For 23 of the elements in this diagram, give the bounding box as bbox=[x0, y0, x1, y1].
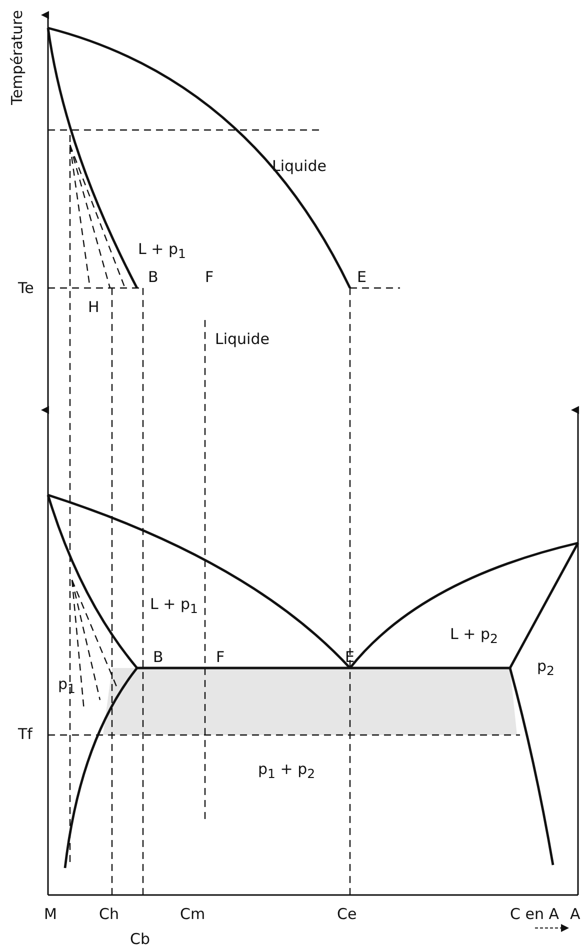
point-label: B bbox=[148, 268, 158, 286]
composition-label: Cb bbox=[130, 930, 150, 948]
point-label: E bbox=[357, 268, 366, 286]
axis-label: C en A bbox=[510, 905, 560, 923]
composition-label: A bbox=[570, 905, 580, 923]
point-label: H bbox=[88, 298, 100, 316]
region-label: p$_{1}$ + p$_{2}$ bbox=[258, 760, 316, 783]
region-label: p$_{2}$ bbox=[537, 657, 554, 680]
region-label: L + p$_{2}$ bbox=[450, 625, 498, 648]
temperature-label: Te bbox=[18, 279, 34, 297]
composition-label: M bbox=[44, 905, 57, 923]
point-label: F bbox=[205, 268, 214, 286]
region-label: L + p$_{1}$ bbox=[150, 595, 198, 618]
composition-label: Cm bbox=[180, 905, 206, 923]
point-label: F bbox=[216, 648, 225, 666]
point-label: B bbox=[153, 648, 164, 666]
composition-label: Ce bbox=[337, 905, 357, 923]
temperature-label: Tf bbox=[18, 725, 32, 743]
region-label: Liquide bbox=[272, 157, 326, 175]
region-label: L + p$_{1}$ bbox=[138, 240, 186, 263]
region-label: Liquide bbox=[215, 330, 270, 348]
composition-label: Ch bbox=[99, 905, 119, 923]
axis-label: Température bbox=[8, 10, 26, 106]
